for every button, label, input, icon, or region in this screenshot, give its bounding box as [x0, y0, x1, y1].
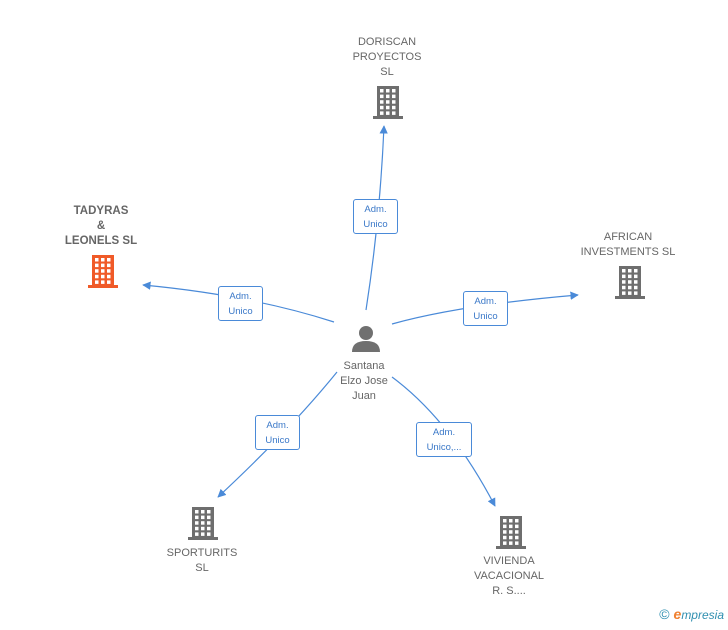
- brand-logo[interactable]: empresia: [673, 606, 724, 622]
- role-box-sporturits: Adm. Unico: [255, 415, 300, 450]
- person-label[interactable]: Santana Elzo Jose Juan: [340, 360, 388, 402]
- company-label-african[interactable]: AFRICAN INVESTMENTS SL: [580, 231, 676, 258]
- person-icon[interactable]: [352, 326, 380, 352]
- building-icon-african[interactable]: [615, 266, 645, 299]
- role-box-tadyras: Adm. Unico: [218, 286, 263, 321]
- company-label-vivienda[interactable]: VIVIENDA VACACIONAL R. S....: [473, 555, 545, 597]
- role-box-doriscan: Adm. Unico: [353, 199, 398, 234]
- building-icon-sporturits[interactable]: [188, 507, 218, 540]
- building-icon-tadyras[interactable]: [88, 255, 118, 288]
- building-icon-vivienda[interactable]: [496, 516, 526, 549]
- company-label-sporturits[interactable]: SPORTURITS SL: [166, 547, 238, 574]
- role-box-african: Adm. Unico: [463, 291, 508, 326]
- footer-brand: © empresia: [659, 606, 724, 622]
- building-icon-doriscan[interactable]: [373, 86, 403, 119]
- role-box-vivienda: Adm. Unico,...: [416, 422, 472, 457]
- company-label-doriscan[interactable]: DORISCAN PROYECTOS SL: [352, 36, 422, 78]
- copyright-icon: ©: [659, 606, 670, 622]
- company-label-tadyras[interactable]: TADYRAS & LEONELS SL: [64, 205, 138, 247]
